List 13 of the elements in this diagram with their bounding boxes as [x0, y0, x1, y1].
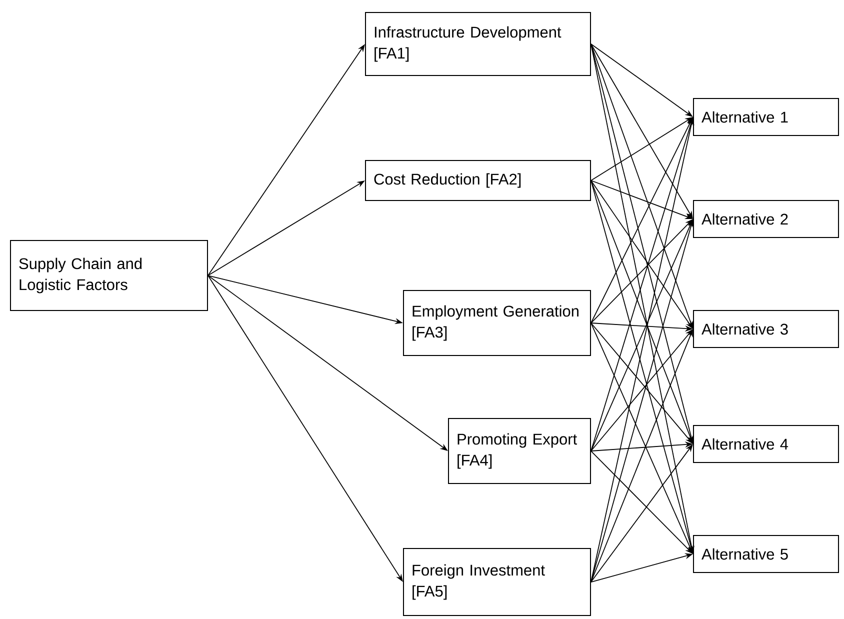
criterion-box: Infrastructure Development [FA1]	[365, 12, 591, 76]
alternative-box: Alternative 2	[693, 200, 839, 238]
criterion-box: Cost Reduction [FA2]	[365, 160, 591, 201]
arrow	[590, 450, 693, 554]
criterion-box: Promoting Export [FA4]	[448, 418, 591, 484]
alternative-box: Alternative 4	[693, 425, 839, 463]
alternative-box: Alternative 1	[693, 98, 839, 136]
alternative-box: Alternative 3	[693, 310, 839, 348]
criterion-box: Foreign Investment [FA5]	[403, 548, 591, 616]
arrow	[590, 219, 693, 324]
alternative-box: Alternative 5	[693, 535, 839, 573]
factor-box: Supply Chain and Logistic Factors	[10, 240, 208, 311]
criterion-box: Employment Generation [FA3]	[403, 290, 591, 356]
